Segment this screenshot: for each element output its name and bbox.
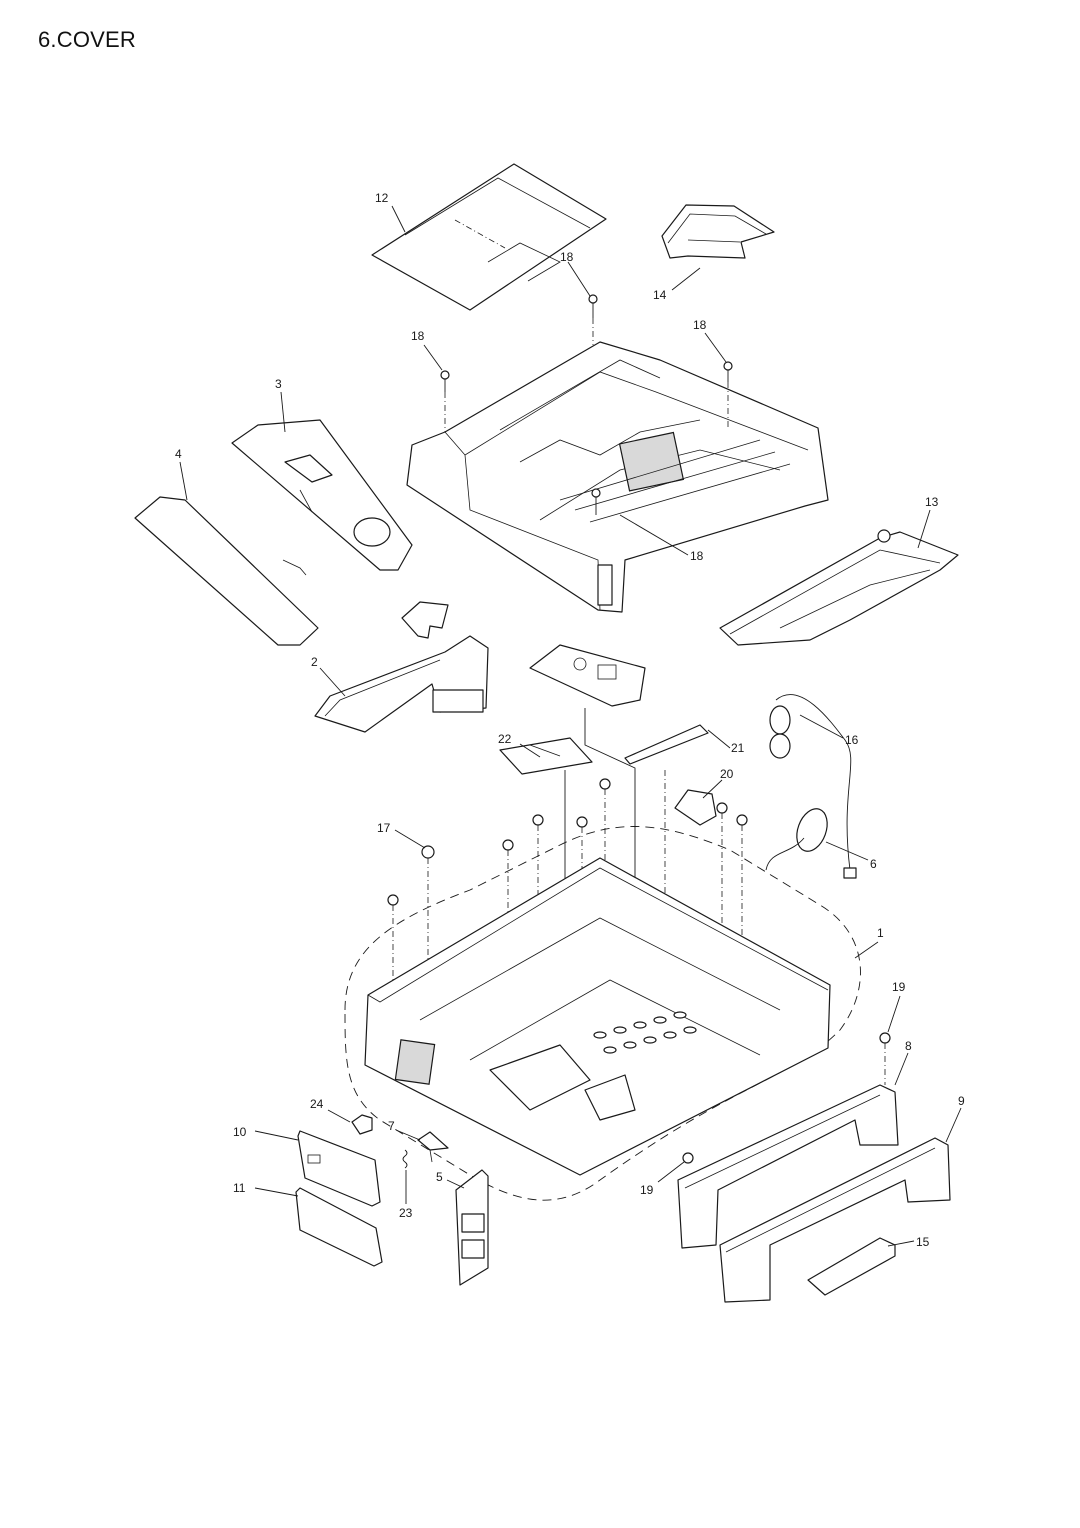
part-2-tray-bracket [314, 635, 489, 733]
callout-leaders [179, 205, 962, 1247]
part-tab [401, 601, 449, 639]
callout-8: 8 [905, 1039, 912, 1053]
callout-3: 3 [275, 377, 282, 391]
part-7-lever [417, 1131, 449, 1163]
part-5-bracket [455, 1169, 489, 1286]
part-6-speaker [765, 808, 828, 871]
part-22-sheet [499, 737, 593, 775]
callout-19-right: 19 [892, 980, 906, 994]
callout-13: 13 [925, 495, 939, 509]
callout-18-left: 18 [411, 329, 425, 343]
callout-21: 21 [731, 741, 745, 755]
callout-18-top: 18 [560, 250, 574, 264]
callout-9: 9 [958, 1094, 965, 1108]
callout-7: 7 [388, 1119, 395, 1133]
page-title: 6.COVER [38, 27, 136, 52]
part-18-screw-center [591, 488, 601, 515]
callout-14: 14 [653, 288, 667, 302]
part-14-bracket [661, 204, 775, 259]
part-23-spring [402, 1149, 408, 1169]
part-20-pad [674, 789, 717, 826]
upper-cover-assembly [406, 341, 829, 613]
part-13-document-tray [719, 529, 959, 646]
part-8-front-rail [677, 1084, 899, 1249]
part-19-screw-right [879, 1032, 891, 1085]
callout-19-left: 19 [640, 1183, 654, 1197]
part-18-screw-top [588, 294, 598, 345]
callout-10: 10 [233, 1125, 247, 1139]
part-1-chassis [364, 857, 831, 1176]
callout-12: 12 [375, 191, 389, 205]
callout-17: 17 [377, 821, 391, 835]
callout-2: 2 [311, 655, 318, 669]
part-9-front-rail [719, 1137, 951, 1303]
part-4-side-cover [134, 496, 319, 646]
part-18-screw-left [440, 370, 450, 432]
part-21-sheet [624, 724, 709, 765]
callout-1: 1 [877, 926, 884, 940]
callout-6: 6 [870, 857, 877, 871]
callout-24: 24 [310, 1097, 324, 1111]
callout-15: 15 [916, 1235, 930, 1249]
chassis-slots [593, 1011, 697, 1054]
part-10-cover [297, 1130, 381, 1207]
part-19-screw-left [682, 1152, 694, 1164]
part-16-harness [769, 694, 857, 879]
part-24-knob [351, 1114, 373, 1135]
callout-18-center: 18 [690, 549, 704, 563]
plate [529, 644, 646, 707]
callout-20: 20 [720, 767, 734, 781]
callout-4: 4 [175, 447, 182, 461]
callout-18-right: 18 [693, 318, 707, 332]
part-3-side-cover [231, 419, 413, 571]
callout-5: 5 [436, 1170, 443, 1184]
part-12-document-cover [371, 163, 607, 311]
part-11-cover [295, 1187, 383, 1267]
part-15-panel [807, 1237, 896, 1296]
part-18-screw-right [723, 361, 733, 430]
callout-labels: 12 14 18 18 18 3 4 18 13 2 21 16 22 20 1… [175, 191, 965, 1249]
callout-11: 11 [233, 1181, 246, 1195]
callout-23: 23 [399, 1206, 413, 1220]
callout-16: 16 [845, 733, 859, 747]
callout-22: 22 [498, 732, 512, 746]
